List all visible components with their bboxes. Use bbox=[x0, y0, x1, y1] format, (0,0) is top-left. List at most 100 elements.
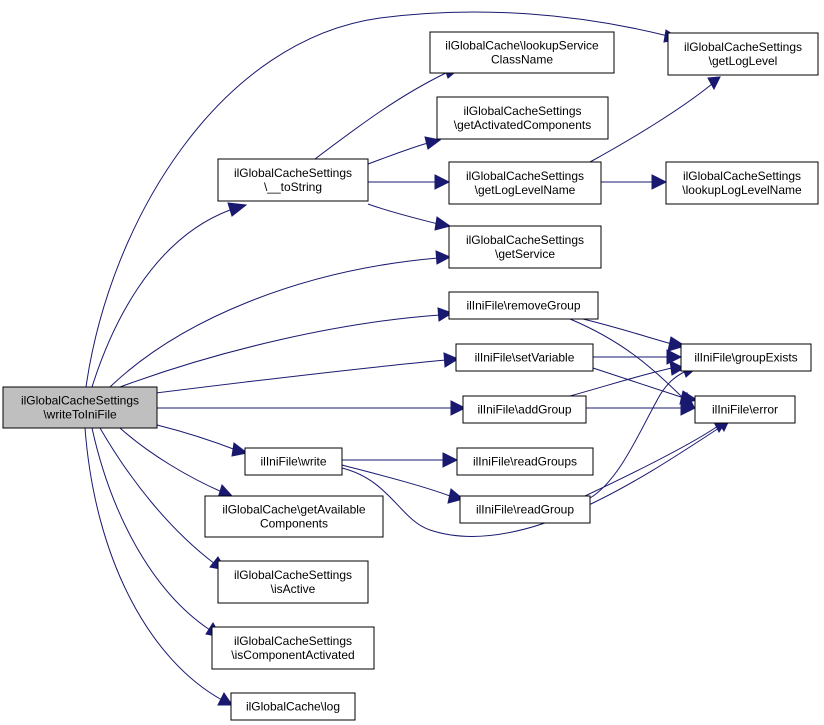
node-label: ilIniFile\removeGroup bbox=[466, 299, 580, 313]
arrowhead-icon bbox=[666, 349, 683, 365]
arrowhead-icon bbox=[434, 216, 452, 231]
edge-root-to-isComponentActivated bbox=[91, 427, 222, 638]
edge-line bbox=[119, 314, 441, 388]
arrowhead-icon bbox=[442, 452, 459, 468]
arrowhead-icon bbox=[447, 488, 465, 504]
arrowhead-icon bbox=[231, 442, 249, 457]
edge-root-to-removeGroup bbox=[119, 307, 454, 388]
node-box bbox=[448, 161, 602, 205]
arrowhead-icon bbox=[651, 174, 668, 190]
edge-removeGroup-to-groupExists bbox=[582, 318, 687, 352]
edge-root-to-getAvailableComponents bbox=[119, 427, 234, 499]
node-label: ilGlobalCacheSettings bbox=[234, 166, 352, 180]
edges-layer bbox=[84, 11, 731, 706]
node-label: ilGlobalCacheSettings bbox=[466, 233, 584, 247]
arrowhead-icon bbox=[217, 692, 233, 706]
node-label: ilGlobalCacheSettings bbox=[234, 568, 352, 582]
edge-toString-to-getActivatedComponents bbox=[367, 136, 442, 165]
node-getLogLevelName[interactable]: ilGlobalCacheSettings\getLogLevelName bbox=[448, 161, 602, 205]
node-label: \getService bbox=[495, 247, 555, 261]
node-box bbox=[462, 395, 587, 424]
node-box bbox=[244, 447, 343, 476]
edge-write-to-readGroups bbox=[342, 452, 459, 468]
node-isComponentActivated[interactable]: ilGlobalCacheSettings\isComponentActivat… bbox=[211, 626, 375, 670]
node-box bbox=[230, 692, 356, 721]
node-label: ilIniFile\error bbox=[712, 403, 778, 417]
node-label: ilGlobalCacheSettings bbox=[683, 169, 801, 183]
arrowhead-icon bbox=[667, 336, 687, 352]
node-box bbox=[455, 343, 594, 372]
node-box bbox=[217, 560, 369, 604]
edge-line bbox=[584, 425, 719, 497]
edge-line bbox=[582, 318, 673, 345]
edge-addGroup-to-error bbox=[586, 400, 697, 416]
edge-write-to-readGroup bbox=[341, 464, 465, 504]
edge-root-to-log bbox=[84, 427, 233, 706]
node-label: ilGlobalCacheSettings bbox=[21, 394, 139, 408]
edge-line bbox=[139, 359, 447, 396]
edge-line bbox=[119, 427, 223, 493]
edge-setVariable-to-groupExists bbox=[593, 349, 683, 365]
arrowhead-icon bbox=[679, 390, 699, 405]
node-removeGroup[interactable]: ilIniFile\removeGroup bbox=[448, 291, 599, 320]
arrowhead-icon bbox=[443, 352, 460, 368]
node-groupExists[interactable]: ilIniFile\groupExists bbox=[680, 343, 812, 372]
node-label: \lookupLogLevelName bbox=[682, 183, 802, 197]
node-label: ClassName bbox=[491, 53, 553, 67]
edge-root-to-setVariable bbox=[139, 352, 460, 396]
node-root[interactable]: ilGlobalCacheSettings\writeToIniFile bbox=[2, 386, 158, 429]
edge-line bbox=[84, 427, 223, 701]
node-lookupLogLevelName[interactable]: ilGlobalCacheSettings\lookupLogLevelName bbox=[665, 161, 819, 205]
node-readGroup[interactable]: ilIniFile\readGroup bbox=[459, 495, 591, 524]
arrowhead-icon bbox=[227, 202, 248, 217]
edge-setVariable-to-error bbox=[592, 367, 699, 405]
node-getLogLevel[interactable]: ilGlobalCacheSettings\getLogLevel bbox=[667, 32, 819, 76]
node-isActive[interactable]: ilGlobalCacheSettings\isActive bbox=[217, 560, 369, 604]
arrowhead-icon bbox=[450, 400, 467, 416]
node-log[interactable]: ilGlobalCache\log bbox=[230, 692, 356, 721]
node-box bbox=[694, 395, 796, 424]
node-label: ilIniFile\write bbox=[260, 455, 326, 469]
node-error[interactable]: ilIniFile\error bbox=[694, 395, 796, 424]
node-box bbox=[436, 96, 609, 140]
node-readGroups[interactable]: ilIniFile\readGroups bbox=[456, 447, 594, 476]
node-box bbox=[204, 495, 384, 538]
edge-line bbox=[341, 464, 451, 497]
node-box bbox=[448, 225, 602, 269]
edge-line bbox=[367, 142, 429, 165]
node-label: \getActivatedComponents bbox=[454, 118, 591, 132]
node-label: ilGlobalCacheSettings bbox=[466, 169, 584, 183]
arrowhead-icon bbox=[680, 400, 697, 416]
node-label: \getLogLevel bbox=[709, 54, 778, 68]
edge-addGroup-to-groupExists bbox=[569, 360, 686, 397]
edge-toString-to-getService bbox=[367, 203, 452, 231]
node-box bbox=[2, 386, 158, 429]
node-box bbox=[456, 447, 594, 476]
node-getActivatedComponents[interactable]: ilGlobalCacheSettings\getActivatedCompon… bbox=[436, 96, 609, 140]
edge-line bbox=[367, 203, 439, 225]
node-label: \isActive bbox=[271, 582, 316, 596]
node-box bbox=[448, 291, 599, 320]
edge-line bbox=[85, 11, 669, 388]
edge-root-to-toString bbox=[91, 202, 248, 388]
node-addGroup[interactable]: ilIniFile\addGroup bbox=[462, 395, 587, 424]
node-toString[interactable]: ilGlobalCacheSettings\__toString bbox=[217, 158, 369, 202]
node-label: ilGlobalCacheSettings bbox=[463, 104, 581, 118]
node-label: ilIniFile\readGroup bbox=[476, 503, 574, 517]
edge-root-to-addGroup bbox=[157, 400, 467, 416]
node-setVariable[interactable]: ilIniFile\setVariable bbox=[455, 343, 594, 372]
node-box bbox=[429, 31, 615, 74]
edge-line bbox=[341, 425, 723, 538]
edge-line bbox=[569, 318, 686, 401]
node-write[interactable]: ilIniFile\write bbox=[244, 447, 343, 476]
node-label: ilGlobalCacheSettings bbox=[684, 40, 802, 54]
edge-line bbox=[99, 427, 216, 565]
arrowhead-icon bbox=[437, 307, 454, 322]
node-getService[interactable]: ilGlobalCacheSettings\getService bbox=[448, 225, 602, 269]
edge-line bbox=[91, 427, 211, 631]
edge-line bbox=[156, 424, 237, 451]
node-label: ilIniFile\addGroup bbox=[477, 403, 571, 417]
